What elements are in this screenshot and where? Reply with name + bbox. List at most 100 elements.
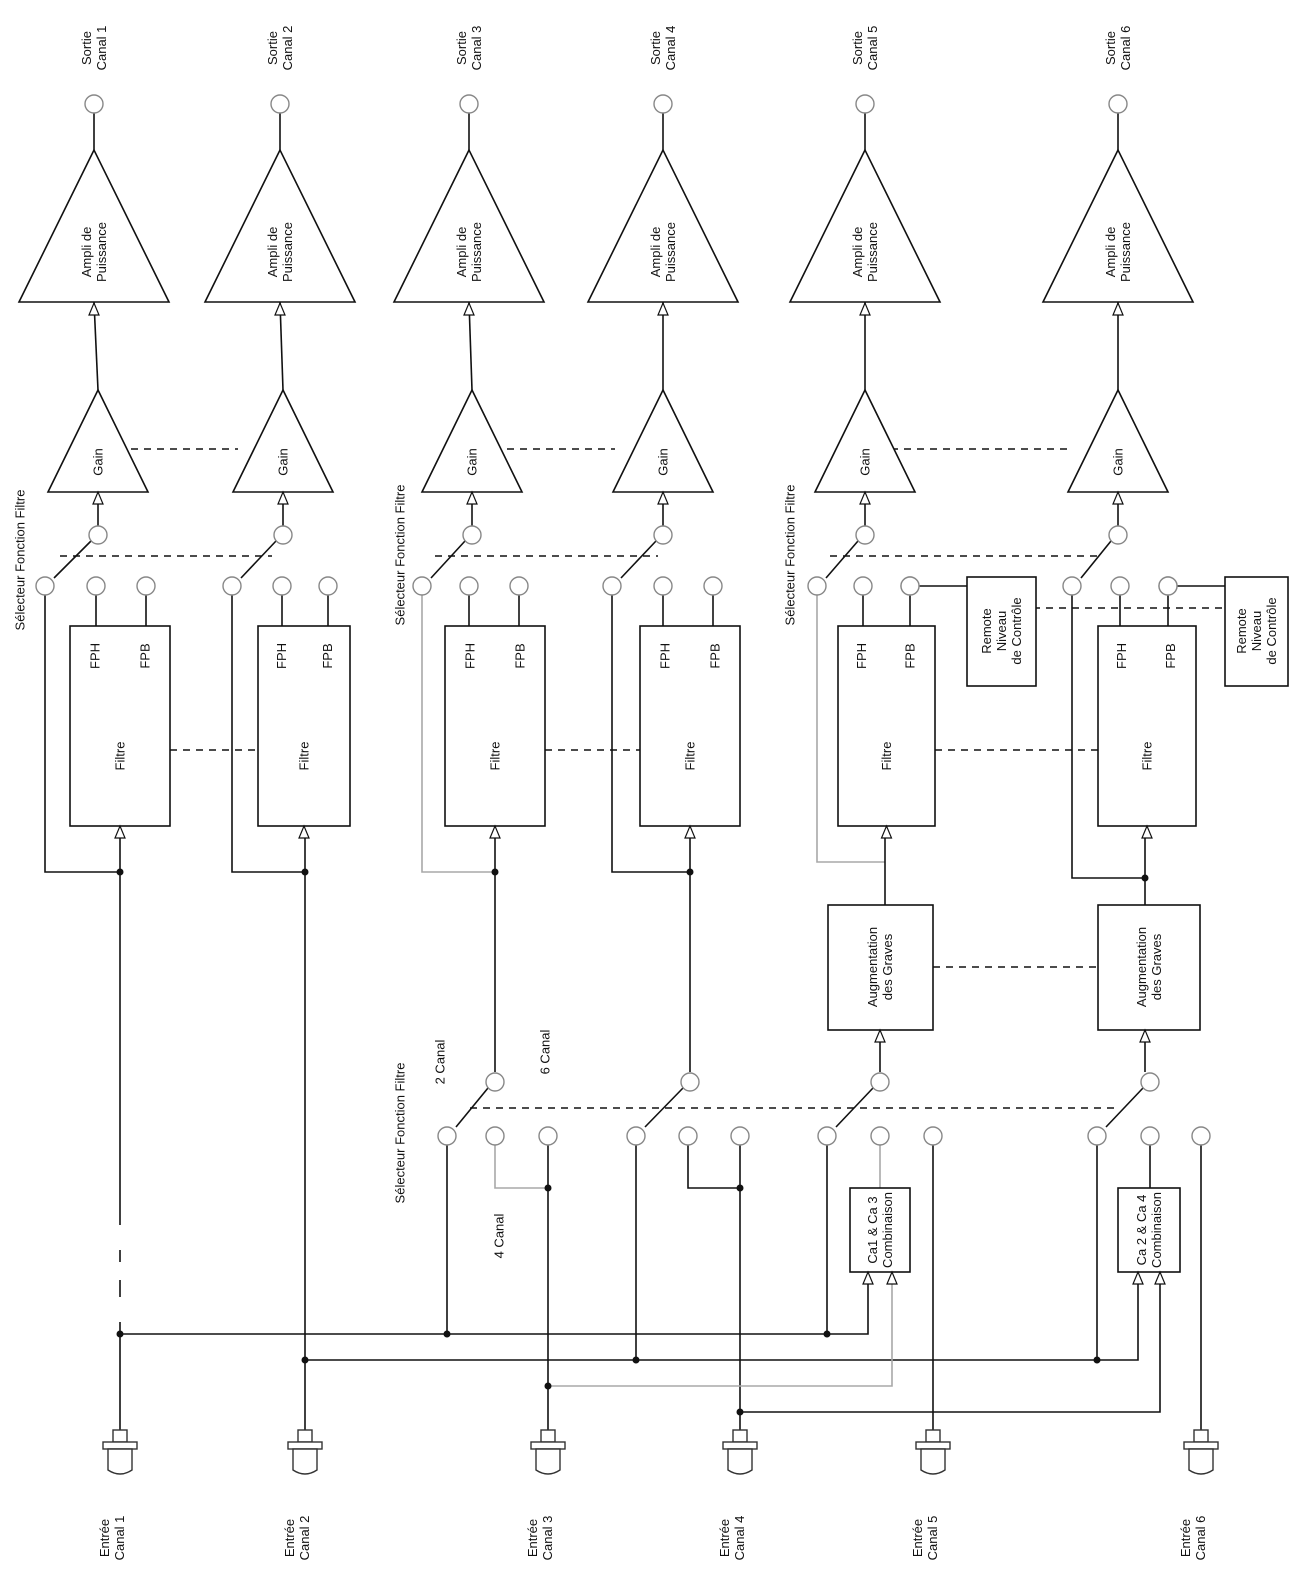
jack-flange bbox=[287, 1441, 323, 1450]
bass-boost-label-2-line: Augmentation bbox=[1134, 927, 1149, 1007]
mode-label-6-canal-line: 6 Canal bbox=[538, 1029, 553, 1074]
selector-common-3 bbox=[462, 525, 482, 545]
svg-text:Gain: Gain bbox=[656, 448, 671, 475]
svg-text:RemoteNiveaude Contrôle: RemoteNiveaude Contrôle bbox=[979, 597, 1024, 664]
svg-text:Filtre: Filtre bbox=[113, 742, 128, 771]
lpf-terminal-2 bbox=[318, 576, 338, 596]
hpf-label-4-line: FPH bbox=[658, 643, 673, 669]
svg-text:Gain: Gain bbox=[1111, 448, 1126, 475]
power-amp-label-4-line: Ampli de bbox=[648, 227, 663, 278]
svg-text:Filtre: Filtre bbox=[297, 742, 312, 771]
svg-text:SortieCanal 6: SortieCanal 6 bbox=[1103, 26, 1133, 71]
selector-bypass-terminal-6 bbox=[1062, 576, 1082, 596]
svg-text:Filtre: Filtre bbox=[1140, 742, 1155, 771]
svg-text:Ampli dePuissance: Ampli dePuissance bbox=[79, 222, 109, 282]
junction-dot bbox=[301, 1356, 309, 1364]
svg-text:Ca 2 & Ca 4Combinaison: Ca 2 & Ca 4Combinaison bbox=[1134, 1192, 1164, 1268]
filter-block-6 bbox=[1097, 625, 1197, 827]
power-amp-label-4-line: Puissance bbox=[663, 222, 678, 282]
filter-block-3 bbox=[444, 625, 546, 827]
junction-dot bbox=[116, 868, 124, 876]
signal-arrow bbox=[92, 490, 104, 505]
output-label-canal-5: SortieCanal 5 bbox=[850, 26, 880, 71]
hpf-label-1: FPH bbox=[88, 643, 103, 669]
bass-boost-block-2 bbox=[1097, 904, 1201, 1031]
output-terminal-2 bbox=[270, 94, 290, 114]
hpf-label-1-line: FPH bbox=[88, 643, 103, 669]
signal-arrow bbox=[1139, 1028, 1151, 1043]
mode-selector-blade bbox=[1105, 1087, 1144, 1128]
wire bbox=[1071, 595, 1145, 879]
junction-dot bbox=[823, 1330, 831, 1338]
signal-arrow bbox=[463, 301, 475, 316]
svg-text:Sélecteur Fonction Filtre: Sélecteur Fonction Filtre bbox=[783, 485, 798, 626]
selector-label-3-line: Sélecteur Fonction Filtre bbox=[783, 485, 798, 626]
filter-label-2: Filtre bbox=[297, 742, 312, 771]
lpf-label-5: FPB bbox=[903, 643, 918, 668]
filter-label-2-line: Filtre bbox=[297, 742, 312, 771]
svg-text:Augmentationdes Graves: Augmentationdes Graves bbox=[1134, 927, 1164, 1007]
input-label-canal-6: EntréeCanal 6 bbox=[1178, 1516, 1208, 1561]
lpf-label-4: FPB bbox=[708, 643, 723, 668]
power-amp-label-5-line: Ampli de bbox=[850, 227, 865, 278]
svg-text:EntréeCanal 5: EntréeCanal 5 bbox=[910, 1516, 940, 1561]
signal-wires bbox=[44, 113, 1225, 1457]
lpf-label-2: FPB bbox=[320, 643, 335, 668]
svg-text:Filtre: Filtre bbox=[488, 742, 503, 771]
output-terminal-6 bbox=[1108, 94, 1128, 114]
amp-gain-wire bbox=[93, 301, 99, 391]
jack-body bbox=[535, 1448, 561, 1475]
mode-terminal-b-4 bbox=[678, 1126, 698, 1146]
input-jack-1 bbox=[102, 1429, 138, 1475]
amp-gain-wire bbox=[279, 301, 284, 391]
selector-label-2: Sélecteur Fonction Filtre bbox=[393, 485, 408, 626]
filter-label-5: Filtre bbox=[879, 742, 894, 771]
jack-body bbox=[920, 1448, 946, 1475]
selector-bypass-terminal-2 bbox=[222, 576, 242, 596]
input-label-canal-5-line: Entrée bbox=[910, 1519, 925, 1557]
output-label-canal-1: SortieCanal 1 bbox=[79, 26, 109, 71]
power-amp-label-1-line: Puissance bbox=[94, 222, 109, 282]
svg-text:Ampli dePuissance: Ampli dePuissance bbox=[454, 222, 484, 282]
svg-text:FPH: FPH bbox=[854, 643, 869, 669]
output-terminal-3 bbox=[459, 94, 479, 114]
signal-arrow bbox=[886, 1270, 898, 1285]
filter-label-4: Filtre bbox=[683, 742, 698, 771]
gain-label-5-line: Gain bbox=[858, 448, 873, 475]
svg-text:Filtre: Filtre bbox=[879, 742, 894, 771]
junction-dot bbox=[544, 1382, 552, 1390]
junction-dot bbox=[301, 868, 309, 876]
hpf-label-6: FPH bbox=[1114, 643, 1129, 669]
lpf-terminal-3 bbox=[509, 576, 529, 596]
svg-text:SortieCanal 4: SortieCanal 4 bbox=[648, 26, 678, 71]
svg-text:SortieCanal 2: SortieCanal 2 bbox=[265, 26, 295, 71]
output-label-canal-1-line: Canal 1 bbox=[94, 26, 109, 71]
mode-label-4-canal-line: 4 Canal bbox=[492, 1213, 507, 1258]
selector-blade bbox=[1080, 540, 1112, 579]
filter-label-6: Filtre bbox=[1140, 742, 1155, 771]
mode-selector-blade bbox=[644, 1087, 684, 1128]
bass-boost-block-1 bbox=[827, 904, 934, 1031]
selector-common-5 bbox=[855, 525, 875, 545]
svg-text:SortieCanal 5: SortieCanal 5 bbox=[850, 26, 880, 71]
output-terminal-4 bbox=[653, 94, 673, 114]
svg-text:SortieCanal 1: SortieCanal 1 bbox=[79, 26, 109, 71]
mode-label-2-canal: 2 Canal bbox=[433, 1039, 448, 1084]
jack-pin bbox=[297, 1429, 313, 1443]
mode-terminal-c-4 bbox=[730, 1126, 750, 1146]
jack-pin bbox=[925, 1429, 941, 1443]
gain-label-1-line: Gain bbox=[91, 448, 106, 475]
selector-bypass-terminal-4 bbox=[602, 576, 622, 596]
filter-block-2 bbox=[257, 625, 351, 827]
gain-label-1: Gain bbox=[91, 448, 106, 475]
hpf-label-4: FPH bbox=[658, 643, 673, 669]
wire bbox=[611, 595, 690, 873]
filter-block-4 bbox=[639, 625, 741, 827]
svg-text:Sélecteur Fonction Filtre: Sélecteur Fonction Filtre bbox=[13, 490, 28, 631]
lpf-label-4-line: FPB bbox=[708, 643, 723, 668]
gain-label-6-line: Gain bbox=[1111, 448, 1126, 475]
mode-label-6-canal: 6 Canal bbox=[538, 1029, 553, 1074]
wire bbox=[740, 1284, 1161, 1413]
hpf-terminal-4 bbox=[653, 576, 673, 596]
wire bbox=[120, 1284, 869, 1335]
